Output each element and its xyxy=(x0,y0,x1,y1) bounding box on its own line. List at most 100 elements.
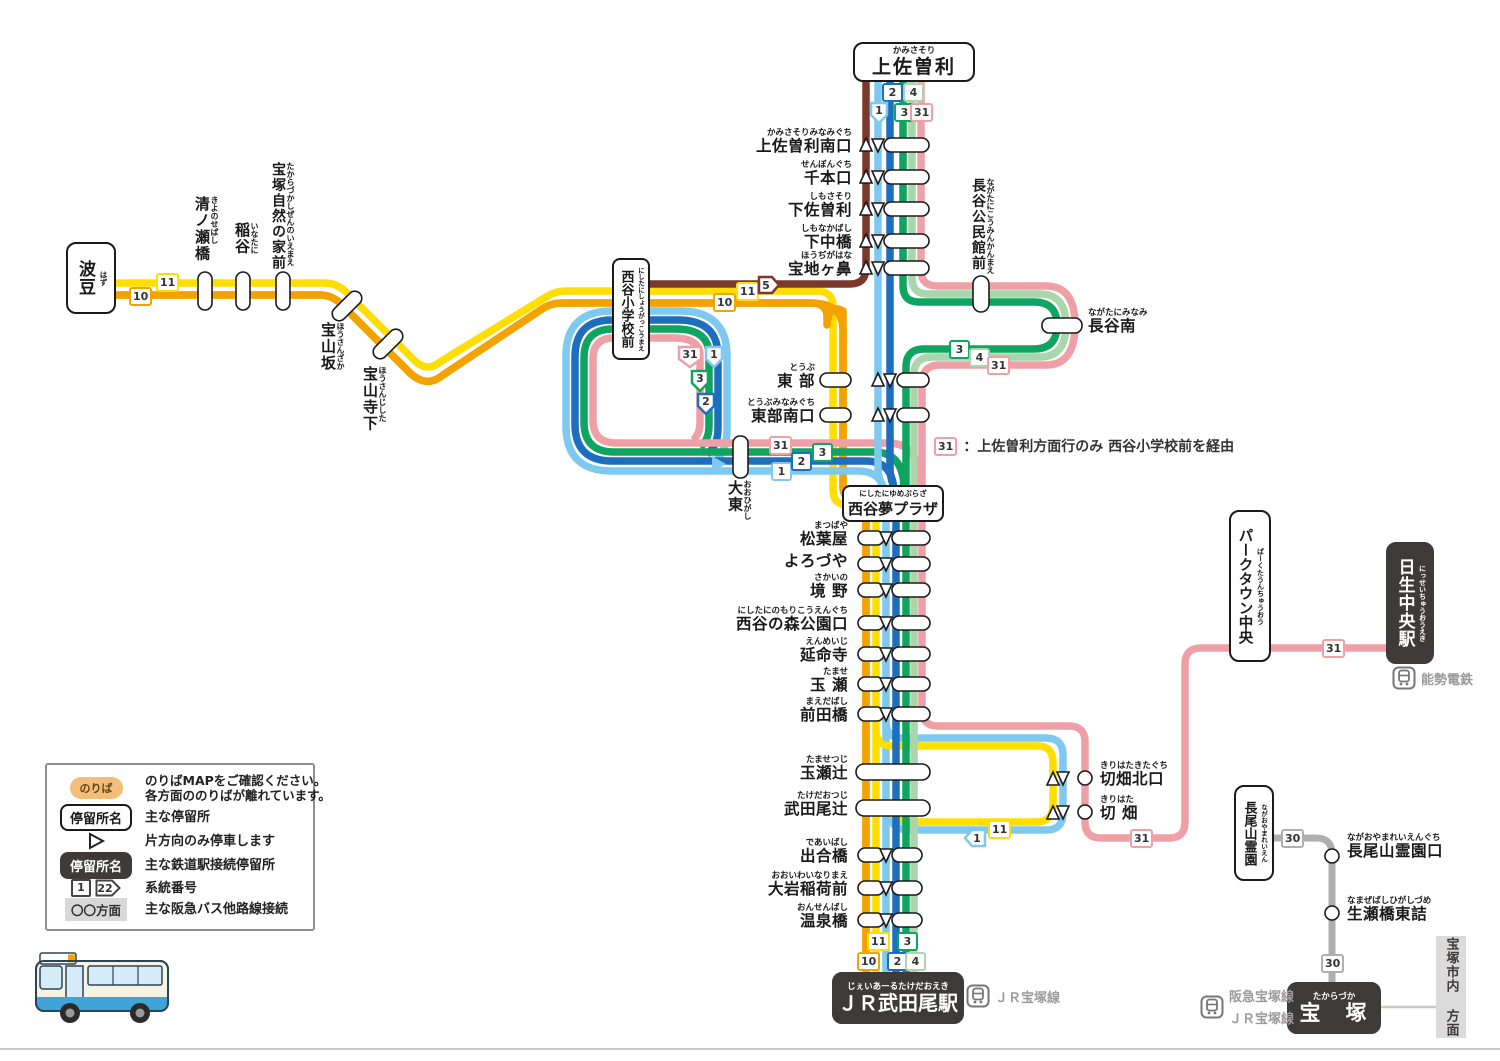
terminal-furigana: じぇいあーるたけだおえき xyxy=(847,982,949,992)
station-name: 境 野 xyxy=(810,582,848,600)
station-name: 宝塚自然の家前 xyxy=(270,162,286,271)
marker-row-kirihata-kita xyxy=(1045,770,1093,787)
terminal-takarazuka: たからづか 宝 塚 xyxy=(1287,982,1381,1034)
terminal-furigana: たからづか xyxy=(1312,992,1356,1002)
route-badge-2: 2 xyxy=(791,452,812,471)
marker-row-tamasetsuji xyxy=(855,763,931,781)
station-furigana: せんぼんぐち xyxy=(800,160,852,170)
station-name: 大岩稲荷前 xyxy=(767,880,848,898)
marker-hase-kouminkan xyxy=(972,275,990,313)
station-label-kirihata-kita: きりはたきたぐち 切畑北口 xyxy=(1100,761,1168,788)
route-badge-arrow-5-right: 5 xyxy=(757,275,781,295)
rail-line-label: 阪急宝塚線 xyxy=(1229,990,1295,1005)
station-label-houzanzaka: 宝山坂 ほうさんざか xyxy=(319,322,345,372)
route-badge-31: 31 xyxy=(934,436,958,456)
station-furigana: ほうぢがはな xyxy=(800,251,852,261)
marker-row-oiwainari xyxy=(857,880,923,897)
station-label-morikouen: にしたにのもりこうえんぐち 西谷の森公園口 xyxy=(736,606,848,633)
station-name: 切 畑 xyxy=(1100,804,1138,822)
legend-row-noriba: のりば のりばMAPをご確認ください。 各方面ののりばが離れています。 xyxy=(57,773,331,803)
station-label-nagaoyama-guchi: ながおやまれいえんぐち 長尾山霊園口 xyxy=(1347,833,1443,860)
station-furigana: おおいわいなりまえ xyxy=(771,871,848,881)
terminal-furigana: ながおやまれいえん xyxy=(1259,803,1268,863)
terminal-name: 西谷夢プラザ xyxy=(847,499,938,518)
station-name: 長谷公民館前 xyxy=(970,178,986,271)
station-name: 玉 瀬 xyxy=(810,676,848,694)
marker-row-enmeiji xyxy=(857,646,931,663)
station-label-namazebashi: なまぜばしひがしづめ 生瀬橋東詰 xyxy=(1347,896,1431,923)
station-label-senbonguchi: せんぼんぐち 千本口 xyxy=(801,160,852,187)
station-label-kirihata: きりはた 切 畑 xyxy=(1100,795,1138,822)
marker-namazebashi xyxy=(1324,905,1340,921)
route-badge-11: 11 xyxy=(736,282,760,301)
route-badge-31: 31 xyxy=(769,436,793,455)
station-name: 東部南口 xyxy=(750,407,815,425)
marker-row-matsubaya xyxy=(857,530,931,547)
station-label-tamase: たませ 玉 瀬 xyxy=(810,667,848,694)
station-furigana: とうぶみなみぐち xyxy=(746,398,815,408)
station-name: 下佐曽利 xyxy=(787,201,852,219)
terminal-kamisasori: かみさそり 上佐曽利 xyxy=(853,42,975,82)
route-badge-4: 4 xyxy=(905,952,926,971)
rail-link-hankyu-jr: 阪急宝塚線 ＪＲ宝塚線 xyxy=(1200,986,1294,1027)
station-name: 玉瀬辻 xyxy=(799,764,848,782)
route-badge-4: 4 xyxy=(903,83,924,102)
route-badge-arrow-1-down: 1 xyxy=(869,101,889,125)
takarazuka-shinai-homen-box: 宝塚市内 方面 xyxy=(1436,936,1466,1038)
station-furigana: たからづかしぜんのいえまえ xyxy=(286,162,295,266)
station-name: 切畑北口 xyxy=(1100,770,1165,788)
marker-row-kamisasori-minami xyxy=(858,136,930,154)
station-name: 前田橋 xyxy=(799,706,848,724)
train-icon xyxy=(1392,666,1416,690)
station-label-maedabashi: まえだばし 前田橋 xyxy=(800,697,848,724)
station-name: 温泉橋 xyxy=(799,912,848,930)
station-furigana: きりはたきたぐち xyxy=(1100,761,1168,771)
route-badge-30: 30 xyxy=(1321,954,1345,973)
station-label-enmeiji: えんめいじ 延命寺 xyxy=(800,637,848,664)
marker-ohigashi xyxy=(732,435,749,479)
station-name: 長谷南 xyxy=(1088,317,1137,335)
loop-direction-arrow xyxy=(712,456,726,472)
legend-text: 主な阪急バス他路線接続 xyxy=(145,901,289,917)
homen-label: 宝塚市内 方面 xyxy=(1443,937,1459,1037)
station-label-takedaotsuji: たけだおつじ 武田尾辻 xyxy=(784,791,848,818)
rail-link-jr-takarazuka: ＪＲ宝塚線 xyxy=(966,984,1060,1008)
marker-row-tamase xyxy=(857,676,931,693)
route-number-sample-22: 22 xyxy=(95,879,121,897)
marker-shizennoiemae xyxy=(275,271,291,311)
marker-row-deaibashi xyxy=(857,847,923,864)
svg-text:31: 31 xyxy=(682,348,697,361)
station-label-kiyonosebashi: 清ノ瀬橋 きよのせばし xyxy=(193,196,219,262)
homen-box-sample: 〇〇方面 xyxy=(64,897,127,921)
terminal-yume-plaza: にしたにゆめぷらざ 西谷夢プラザ xyxy=(842,485,944,522)
station-name: 下中橋 xyxy=(803,233,852,251)
station-label-oiwainari: おおいわいなりまえ 大岩稲荷前 xyxy=(768,871,848,898)
station-name: 千本口 xyxy=(803,169,852,187)
station-name: 宝山坂 xyxy=(319,322,337,372)
legend-row-rail-stop: 停留所名 主な鉄道駅接続停留所 xyxy=(57,851,303,879)
legend-text: 各方面ののりばが離れています。 xyxy=(145,788,331,803)
station-furigana: にしたにのもりこうえんぐち xyxy=(737,606,848,616)
station-name: 東 部 xyxy=(777,372,815,390)
station-label-onsenbashi: おんせんばし 温泉橋 xyxy=(797,903,848,930)
station-label-houjigahana: ほうぢがはな 宝地ヶ鼻 xyxy=(788,251,852,278)
station-name: 稲谷 xyxy=(233,222,251,255)
marker-row-senbonguchi xyxy=(858,168,930,186)
station-name: 上佐曽利南口 xyxy=(755,137,852,155)
station-label-kamisasori-minami: かみさそりみなみぐち 上佐曽利南口 xyxy=(756,128,852,155)
route-badge-30: 30 xyxy=(1281,829,1305,848)
station-label-shizennoiemae: 宝塚自然の家前 たからづかしぜんのいえまえ xyxy=(270,162,295,271)
legend-text: 系統番号 xyxy=(145,880,198,896)
terminal-furigana: はず xyxy=(99,270,108,286)
terminal-hazu: 波豆 はず xyxy=(66,242,116,314)
station-name: 宝地ヶ鼻 xyxy=(787,260,852,278)
station-furigana: かみさそりみなみぐち xyxy=(766,128,852,138)
station-furigana: えんめいじ xyxy=(805,637,848,647)
route-badge-arrow-2-down: 2 xyxy=(696,392,716,416)
route-badge-31: 31 xyxy=(1322,639,1346,658)
note-text: ：上佐曽利方面行のみ 西谷小学校前を経由 xyxy=(963,439,1235,455)
terminal-furigana: ぱーくたうんちゅうおう xyxy=(1256,547,1265,625)
route-badge-31: 31 xyxy=(910,103,934,122)
train-icon xyxy=(966,984,990,1008)
terminal-nissei-chuo: 日生中央駅 にっせいちゅうおうえき xyxy=(1386,542,1434,664)
